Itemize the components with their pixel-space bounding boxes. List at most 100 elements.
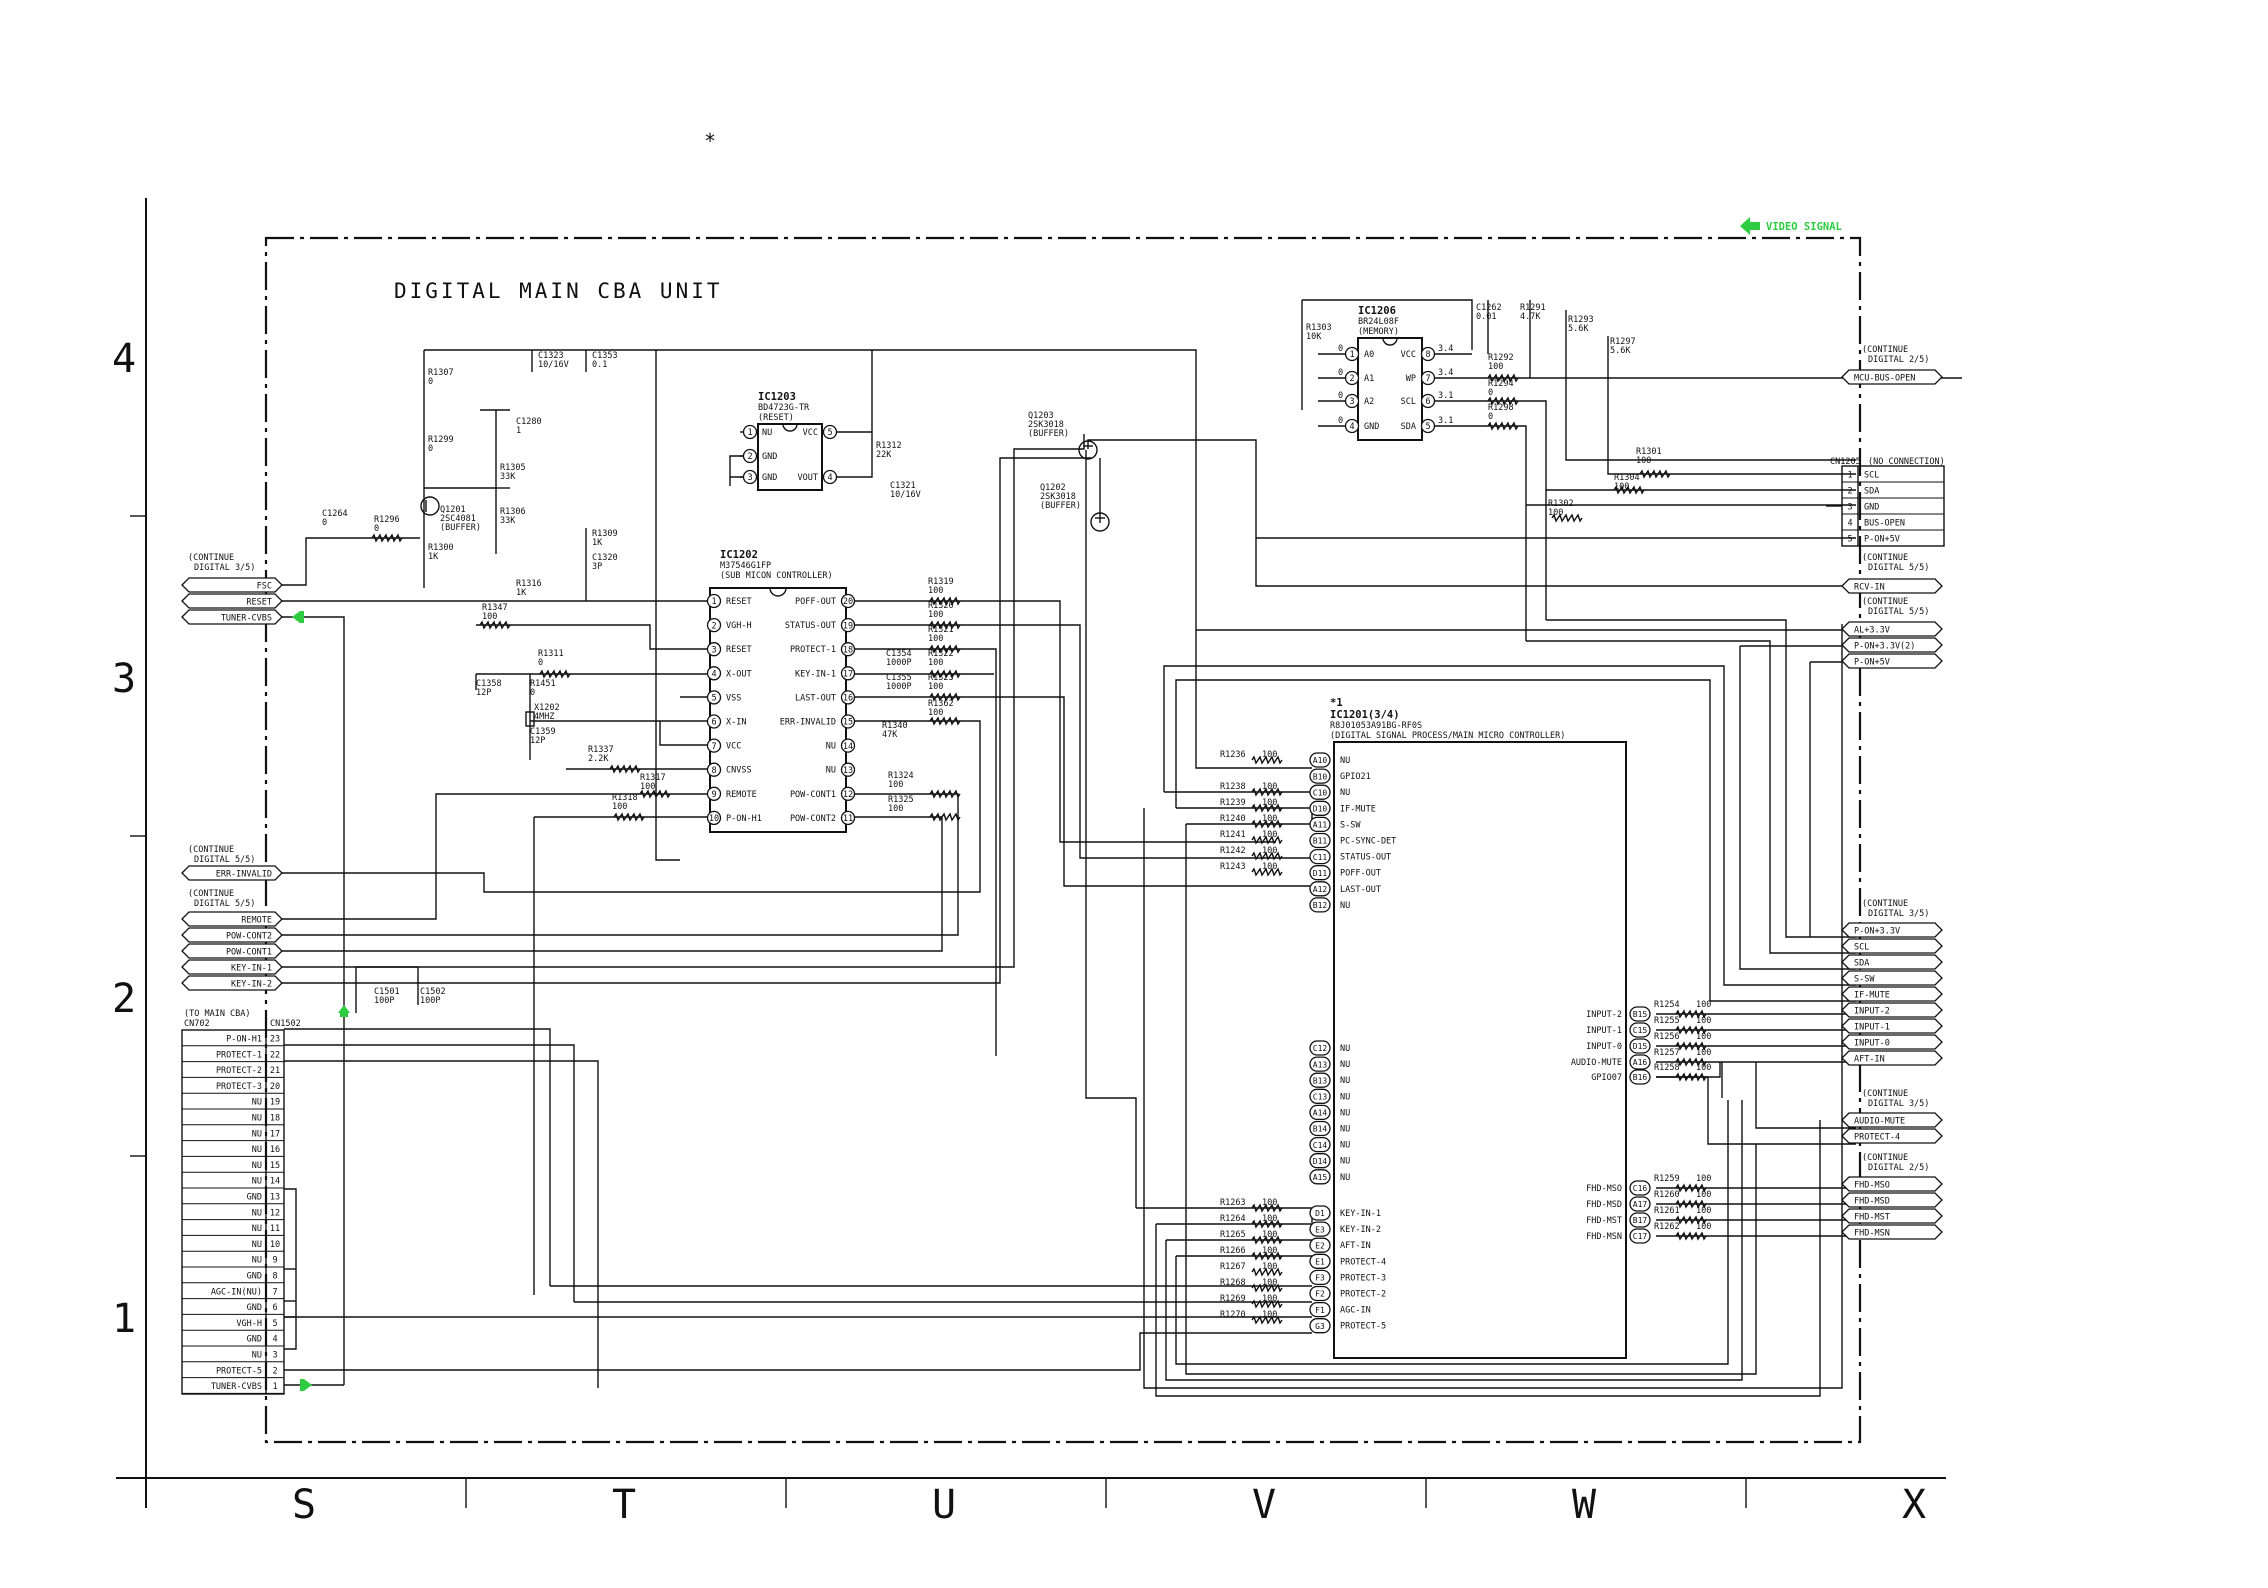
component-x1202: 4MHZ <box>534 712 554 722</box>
ic1206-pin-1-number: 1 <box>1349 350 1354 360</box>
ic1202-pin-10: 10 <box>706 810 722 826</box>
right-port-scl: SCL <box>1841 938 1943 954</box>
component-value: 100 <box>1696 1048 1711 1058</box>
ic1201-pin-B14-number: B14 <box>1313 1125 1328 1134</box>
ic1201-pin-B10: B10 <box>1309 768 1331 784</box>
component-r1337: 2.2K <box>588 754 609 764</box>
ic1201-pin-label: INPUT-0 <box>1586 1042 1622 1052</box>
component-r1305: R1305 <box>500 463 526 473</box>
ic1202-pin-5-number: 5 <box>711 694 716 704</box>
ic1202-pin-14-number: 14 <box>843 742 853 752</box>
cn1502-pin-label: TUNER-CVBS <box>211 1382 262 1392</box>
right-port-note: DIGITAL 3/5) <box>1868 1099 1929 1109</box>
ic1201-pin-E3-number: E3 <box>1315 1225 1325 1234</box>
ic1202-func: (SUB MICON CONTROLLER) <box>720 571 833 581</box>
ic1201-pin-label: GPIO21 <box>1340 772 1371 782</box>
right-port-fhd-mso-label: FHD-MSO <box>1854 1180 1890 1190</box>
left-port-pow-cont2: POW-CONT2 <box>181 927 283 943</box>
cn1502-pin-label: NU <box>252 1177 262 1187</box>
ic1206-level: 0 <box>1338 368 1343 378</box>
video-signal-label: VIDEO SIGNAL <box>1766 221 1842 233</box>
component-r1292: 100 <box>1488 362 1503 372</box>
cn1502-pin-number: 18 <box>270 1114 280 1124</box>
ic1206-ref: IC1206 <box>1358 305 1396 317</box>
cn1205-pin-label: GND <box>1864 503 1879 513</box>
component-c1321: C1321 <box>890 481 916 491</box>
ic1202-pin-11-number: 11 <box>843 814 853 824</box>
ic1201-pin-B13: B13 <box>1309 1072 1331 1088</box>
ic1202-pin-13-number: 13 <box>843 766 853 776</box>
component-q1202: Q1202 <box>1040 483 1066 493</box>
ic1201-pin-C13-number: C13 <box>1313 1093 1328 1102</box>
cn1502-pin-number: 11 <box>270 1224 280 1234</box>
component-r1300: R1300 <box>428 543 454 553</box>
asterisk-mark: * <box>704 129 716 153</box>
right-port-s-sw: S-SW <box>1841 970 1943 986</box>
ic1201-pin-label: FHD-MSO <box>1586 1184 1622 1194</box>
right-port-note: DIGITAL 2/5) <box>1868 1163 1929 1173</box>
ic1206-level: 0 <box>1338 391 1343 401</box>
ic1203-pin-4: 4 <box>822 469 838 485</box>
ic1201-pin-label: POFF-OUT <box>1340 869 1381 879</box>
right-port-input-0: INPUT-0 <box>1841 1034 1943 1050</box>
component-r1236: R1236 <box>1220 750 1246 760</box>
component-r1260: R1260 <box>1654 1190 1680 1200</box>
resistor-symbol <box>1675 1215 1707 1225</box>
ic1206-pin-1: 1 <box>1344 346 1360 362</box>
ic1201-pin-label: FHD-MST <box>1586 1216 1622 1226</box>
cn1502-pin-label: NU <box>252 1256 262 1266</box>
component-r1297: R1297 <box>1610 337 1636 347</box>
ic1201-pin-label: NU <box>1340 1125 1350 1135</box>
ic1202-pin-18: 18 <box>840 642 856 657</box>
component-q1203: 2SK3018 <box>1028 420 1064 430</box>
ic1201-pin-label: FHD-MSN <box>1586 1232 1622 1242</box>
ic1206-pin-label: SCL <box>1401 397 1416 407</box>
ic1201-pin-A15-number: A15 <box>1313 1173 1328 1182</box>
ic1202: IC1202 M37546G1FP (SUB MICON CONTROLLER) <box>709 549 847 833</box>
left-port-note: (CONTINUE <box>188 845 234 855</box>
resistor-symbol <box>1251 803 1283 813</box>
ic1202-pin-8: 8 <box>706 762 722 777</box>
ic1201-pin-A17: A17 <box>1629 1196 1651 1212</box>
resistor-symbol <box>1675 1057 1707 1067</box>
right-port-fhd-mst-label: FHD-MST <box>1854 1212 1890 1222</box>
component-r1266: R1266 <box>1220 1246 1246 1256</box>
component-r1337: R1337 <box>588 745 614 755</box>
component-r1320: 100 <box>928 610 943 620</box>
ic1202-pin-label: CNVSS <box>726 766 752 776</box>
ic1202-pin-6-number: 6 <box>711 718 716 728</box>
cn1502-pin-number: 8 <box>272 1272 277 1282</box>
cn1502-pin-label: NU <box>252 1224 262 1234</box>
ic1201-func: (DIGITAL SIGNAL PROCESS/MAIN MICRO CONTR… <box>1330 731 1565 741</box>
resistor-symbol <box>1251 819 1283 829</box>
ic1202-pin-label: POW-CONT2 <box>790 814 836 824</box>
right-port-note: (CONTINUE <box>1862 345 1908 355</box>
resistor-symbol <box>1251 867 1283 877</box>
component-c1502: C1502 <box>420 987 446 997</box>
resistor-symbol <box>1251 755 1283 765</box>
ic1203-part: BD4723G-TR <box>758 403 810 413</box>
ic1201-pin-F2: F2 <box>1309 1285 1331 1302</box>
component-q1201: (BUFFER) <box>440 523 481 533</box>
component-r1347: R1347 <box>482 603 508 613</box>
component-r1256: R1256 <box>1654 1032 1680 1042</box>
ic1203-body <box>757 423 823 491</box>
component-value: 100 <box>1262 782 1277 792</box>
resistor-symbol <box>1251 1283 1283 1293</box>
right-port-input-1-label: INPUT-1 <box>1854 1022 1890 1032</box>
component-r1309: 1K <box>592 538 603 548</box>
component-value: 100 <box>1262 830 1277 840</box>
right-port-sda-label: SDA <box>1854 958 1869 968</box>
component-r1316: 1K <box>516 588 527 598</box>
unit-title: DIGITAL MAIN CBA UNIT <box>394 279 723 303</box>
component-labels: C132310/16VC13530.1R13070C12801R12990R13… <box>322 303 1711 1320</box>
ic1202-pin-19: 19 <box>840 617 856 633</box>
right-port-p-on-5v-label: P-ON+5V <box>1854 657 1890 667</box>
cn1205-pin-number: 4 <box>1847 519 1852 529</box>
ic1206-func: (MEMORY) <box>1358 327 1399 337</box>
component-c1320: 3P <box>592 562 602 572</box>
